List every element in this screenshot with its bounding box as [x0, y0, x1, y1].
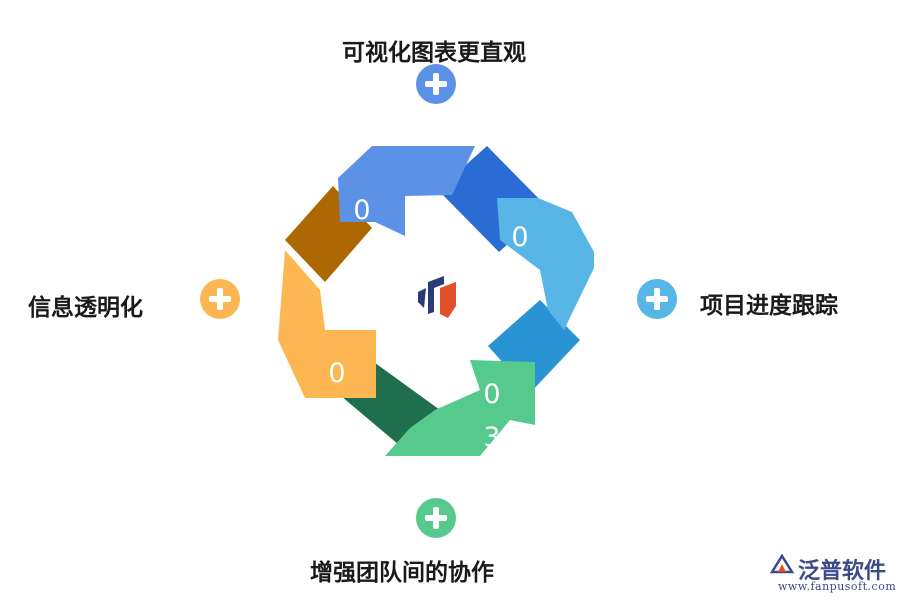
watermark-url: www.fanpusoft.com: [778, 580, 897, 593]
arrow-4-num-top: 0: [328, 358, 345, 389]
plus-circle-icon: [200, 279, 240, 319]
arrow-1-num-bottom: 1: [353, 240, 370, 271]
label-right: 项目进度跟踪: [700, 293, 838, 319]
arrow-2: [497, 198, 594, 330]
plus-circle-icon: [637, 279, 677, 319]
fanpu-watermark-icon: [769, 553, 795, 574]
arrow-4: [278, 250, 376, 398]
label-left: 信息透明化: [28, 295, 143, 321]
arrow-1-num-top: 0: [353, 195, 370, 226]
watermark-brand: 泛普软件: [798, 559, 887, 584]
plus-circle-icon: [416, 64, 456, 104]
arrow-2-num-top: 0: [511, 222, 528, 253]
arrow-2-num-bottom: 2: [511, 260, 528, 291]
arrow-1: [338, 146, 475, 236]
arrow-3: [385, 360, 535, 456]
label-top: 可视化图表更直观: [342, 40, 526, 66]
fanpu-logo-icon: [418, 276, 456, 318]
arrow-3-num-bottom: 3: [483, 422, 500, 453]
arrow-3-num-top: 0: [483, 379, 500, 410]
plus-circle-icon: [416, 498, 456, 538]
label-bottom: 增强团队间的协作: [310, 560, 494, 586]
arrow-4-num-bottom: 4: [328, 398, 345, 429]
